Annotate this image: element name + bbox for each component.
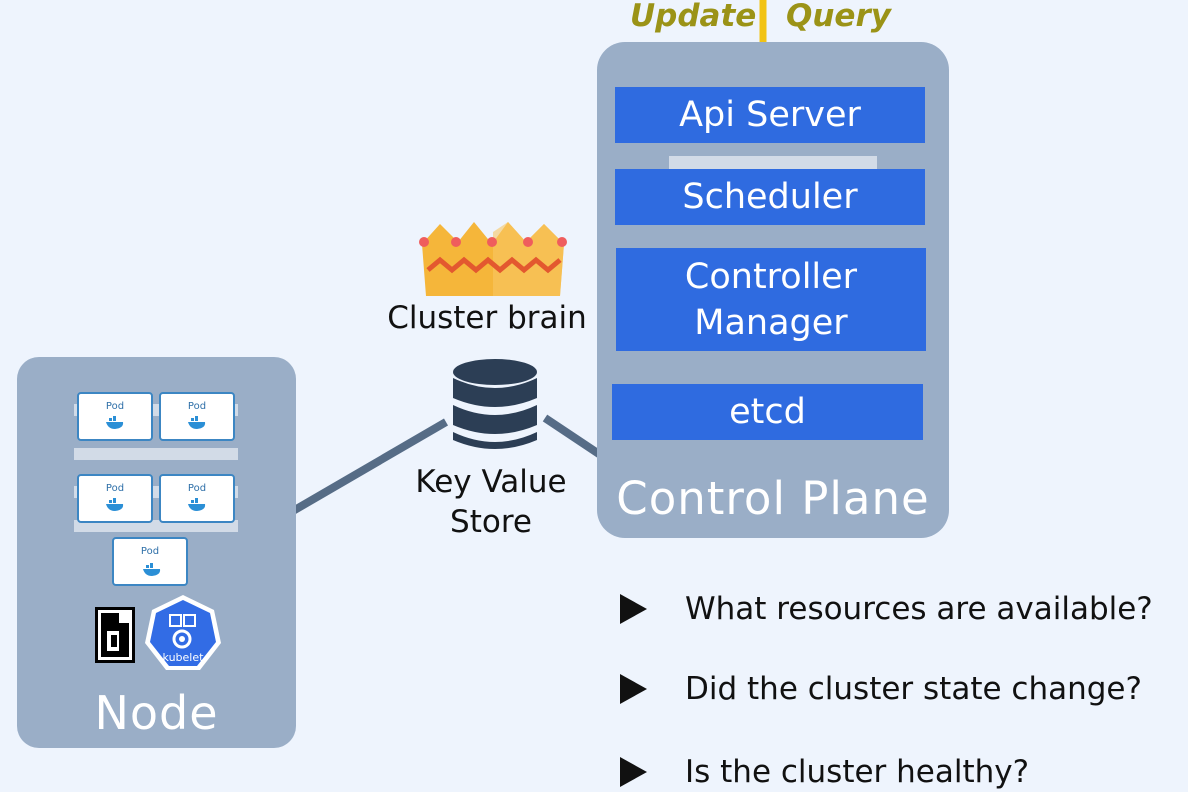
docker-whale-icon <box>188 498 206 511</box>
key-value-store-label: Key Value Store <box>398 462 584 542</box>
key-value-store-label-line2: Store <box>450 504 532 540</box>
api-scheduler-divider <box>669 156 877 169</box>
bullet-arrow-icon <box>620 594 647 624</box>
question-text: Did the cluster state change? <box>685 671 1142 707</box>
pod-card[interactable]: Pod <box>112 537 188 586</box>
kubelet-icon: kubelet <box>144 593 222 673</box>
crown-icon <box>419 222 567 296</box>
query-label: Query <box>786 0 891 34</box>
kubelet-label: kubelet <box>162 651 204 664</box>
api-server-box[interactable]: Api Server <box>615 87 925 143</box>
pod-card[interactable]: Pod <box>159 474 235 523</box>
docker-whale-icon <box>188 416 206 429</box>
controller-manager-label-line2: Manager <box>694 302 848 343</box>
cluster-brain-caption: Cluster brain <box>387 300 587 336</box>
pod-label: Pod <box>140 546 160 557</box>
control-plane-title: Control Plane <box>616 472 930 525</box>
key-value-store-label-line1: Key Value <box>415 464 567 500</box>
etcd-label: etcd <box>729 392 806 432</box>
scheduler-label: Scheduler <box>682 177 858 217</box>
api-server-label: Api Server <box>679 95 861 135</box>
bullet-arrow-icon <box>620 674 647 704</box>
question-text: Is the cluster healthy? <box>685 754 1030 790</box>
controller-manager-label-line1: Controller <box>684 256 858 297</box>
etcd-box[interactable]: etcd <box>612 384 923 440</box>
docker-whale-icon <box>143 563 161 576</box>
bullet-arrow-icon <box>620 757 647 787</box>
question-item: What resources are available? <box>620 589 1153 629</box>
database-icon <box>453 359 537 449</box>
pod-label: Pod <box>105 401 125 412</box>
container-runtime-icon <box>95 607 135 663</box>
pod-card[interactable]: Pod <box>77 392 153 441</box>
question-item: Did the cluster state change? <box>620 669 1142 709</box>
question-text: What resources are available? <box>685 591 1153 627</box>
docker-whale-icon <box>106 416 124 429</box>
pod-rail <box>74 520 238 532</box>
pod-rail <box>74 448 238 460</box>
pod-card[interactable]: Pod <box>77 474 153 523</box>
pod-label: Pod <box>187 483 207 494</box>
pod-card[interactable]: Pod <box>159 392 235 441</box>
scheduler-box[interactable]: Scheduler <box>615 169 925 225</box>
controller-manager-box[interactable]: Controller Manager <box>616 248 926 351</box>
docker-whale-icon <box>106 498 124 511</box>
node-title: Node <box>94 686 219 740</box>
pod-label: Pod <box>105 483 125 494</box>
pod-label: Pod <box>187 401 207 412</box>
question-item: Is the cluster healthy? <box>620 752 1029 792</box>
update-label: Update <box>630 0 757 34</box>
